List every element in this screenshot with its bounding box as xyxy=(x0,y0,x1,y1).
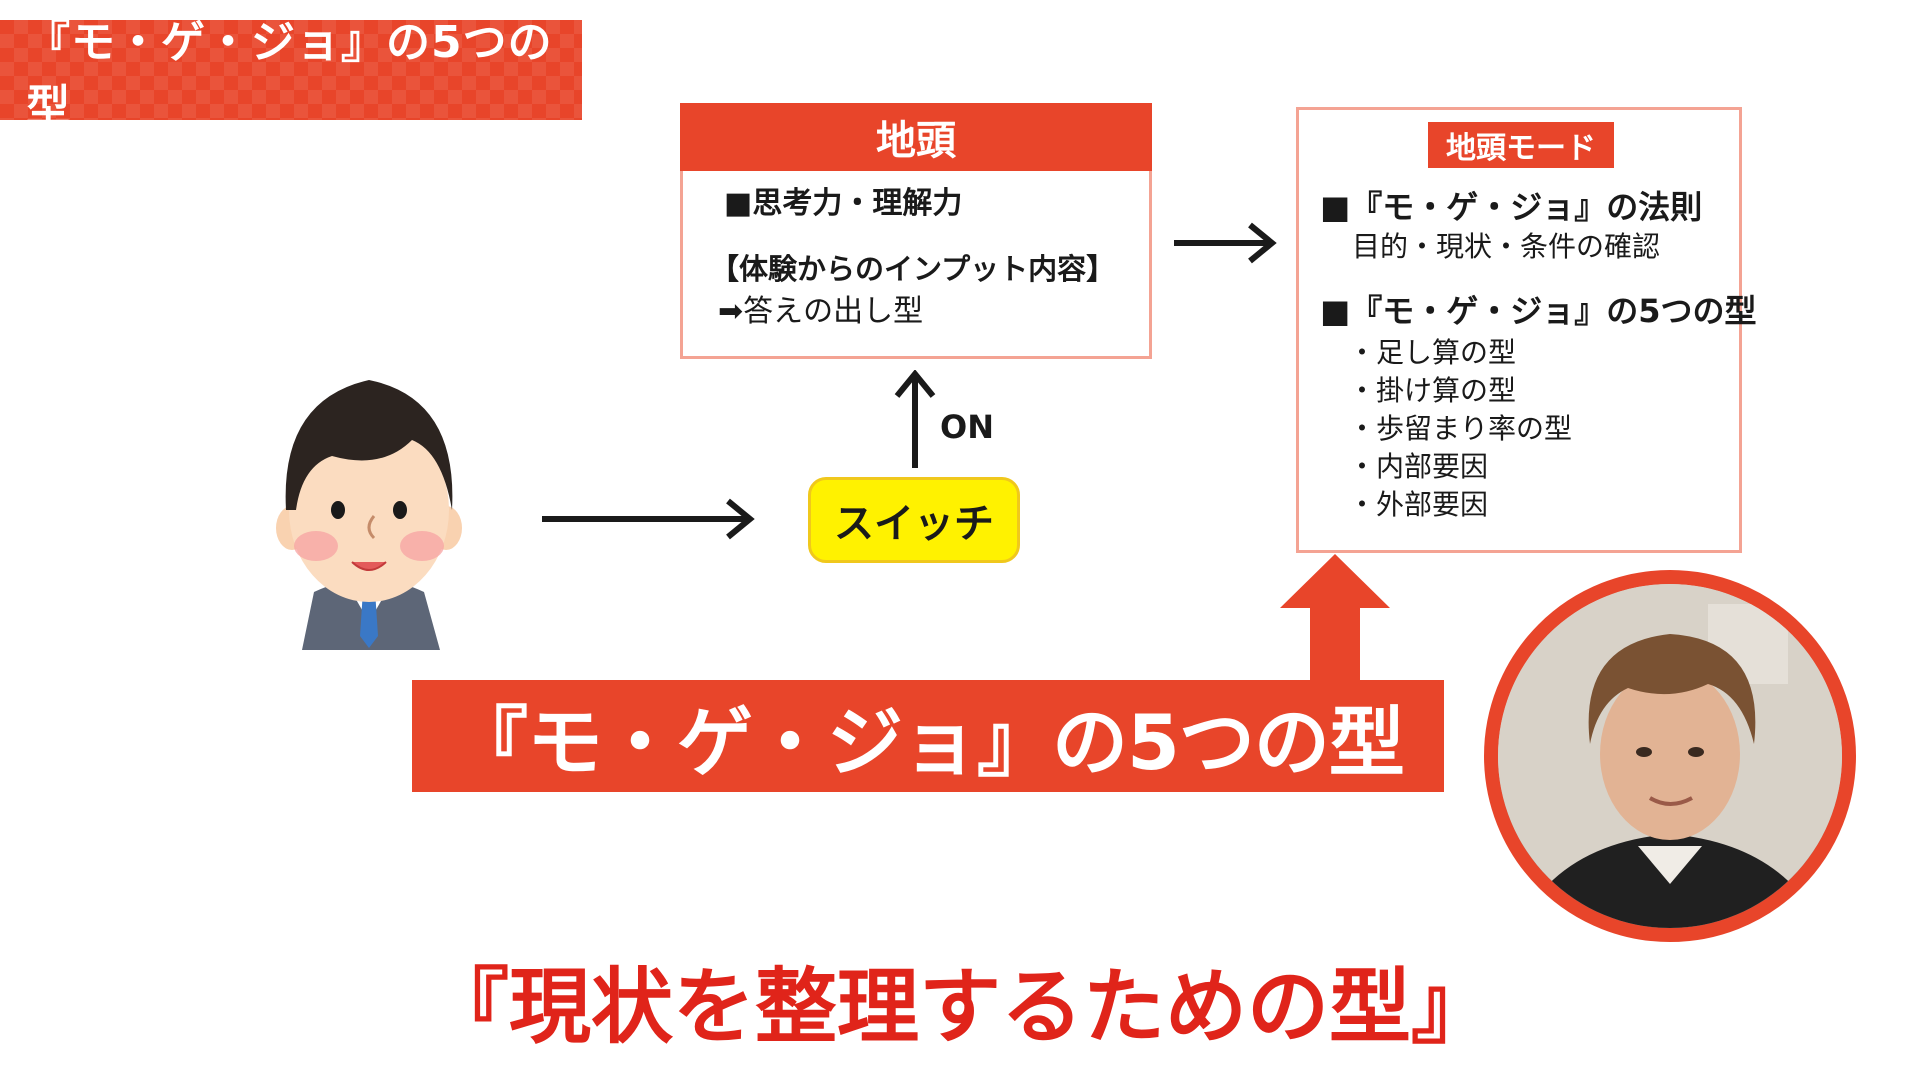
jiatama-mode-box xyxy=(1296,107,1742,553)
businessman-illustration xyxy=(276,380,462,650)
mode-list-item: ・内部要因 xyxy=(1348,450,1489,483)
mode-list-item: ・歩留まり率の型 xyxy=(1348,412,1573,445)
jiatama-line-answer: ➡答えの出し型 xyxy=(718,294,924,329)
presenter-avatar xyxy=(1498,584,1842,928)
title-tag-text: 『モ・ゲ・ジョ』の5つの型 xyxy=(26,17,553,132)
jiatama-line-input: 【体験からのインプット内容】 xyxy=(710,252,1116,286)
switch-button: スイッチ xyxy=(808,477,1020,563)
mode-list-item: ・掛け算の型 xyxy=(1348,374,1517,407)
mode-heading-law: ■『モ・ゲ・ジョ』の法則 xyxy=(1320,188,1703,226)
presenter-webcam xyxy=(1484,570,1856,942)
arrow-right-icon xyxy=(1174,222,1277,264)
jiatama-mode-label: 地頭モード xyxy=(1428,122,1614,168)
arrow-up-icon xyxy=(1280,554,1390,694)
mode-list-item: ・外部要因 xyxy=(1348,488,1489,521)
mode-sub-law: 目的・現状・条件の確認 xyxy=(1352,230,1661,263)
on-label: ON xyxy=(940,408,994,446)
arrow-up-icon xyxy=(894,370,936,468)
caption-subtitle: 『現状を整理するための型』 xyxy=(426,960,1493,1055)
mode-list-item: ・足し算の型 xyxy=(1348,336,1517,369)
jiatama-header: 地頭 xyxy=(680,103,1152,171)
mode-heading-five: ■『モ・ゲ・ジョ』の5つの型 xyxy=(1320,292,1757,330)
jiatama-line-thinking: ■思考力・理解力 xyxy=(724,186,963,221)
five-patterns-banner: 『モ・ゲ・ジョ』の5つの型 xyxy=(412,680,1444,792)
arrow-right-icon xyxy=(542,498,755,540)
title-tag: 『モ・ゲ・ジョ』の5つの型 xyxy=(0,17,582,132)
